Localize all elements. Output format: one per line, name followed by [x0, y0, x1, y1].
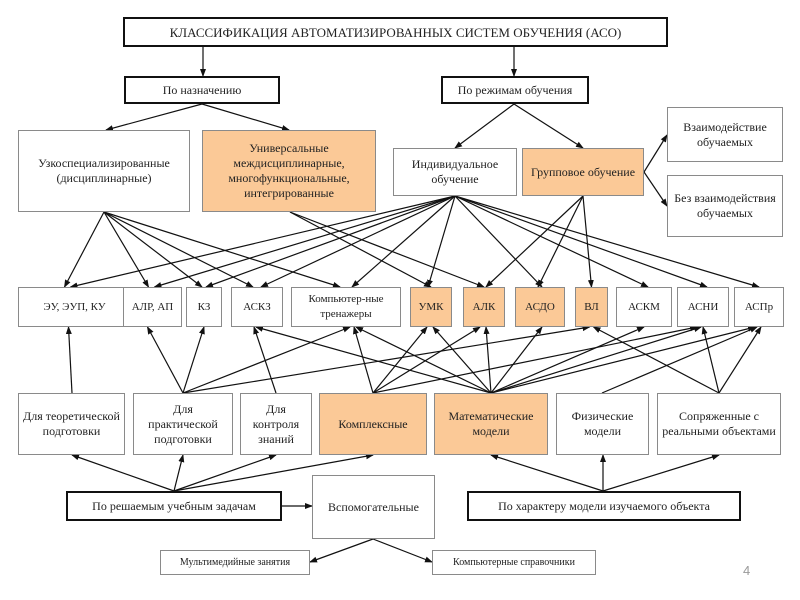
edge-physical-to-s11	[601, 326, 758, 394]
category-by-model: По характеру модели изучаемого объекта	[467, 491, 741, 521]
edge-group-to-s6	[485, 195, 584, 288]
system-vl: ВЛ	[575, 287, 608, 327]
system-alk: АЛК	[463, 287, 505, 327]
edge-math-to-s11	[490, 325, 756, 394]
category-by-tasks: По решаемым учебным задачам	[66, 491, 282, 521]
edge-mode-to-individual	[454, 103, 515, 149]
edge-theory-to-s0	[65, 326, 73, 394]
edge-math-to-s9	[490, 326, 645, 394]
aux-reference: Компьютерные справочники	[432, 550, 596, 575]
edge-complex-to-s4	[353, 326, 374, 394]
category-by-mode: По режимам обучения	[441, 76, 589, 104]
system-askz: АСКЗ	[231, 287, 283, 327]
edge-practice-to-s8	[182, 325, 591, 394]
purpose-narrow: Узкоспециализированные (дисциплинарные)	[18, 130, 190, 212]
edge-practice-to-s1	[146, 326, 184, 394]
edge-auxiliary-to-multimedia	[309, 538, 374, 563]
mode-interaction: Взаимодействие обучаемых	[667, 107, 783, 162]
system-askm: АСКМ	[616, 287, 672, 327]
edge-complex-to-s5	[372, 326, 428, 394]
edge-complex-to-s6	[372, 326, 481, 394]
edge-narrow-to-s1	[103, 211, 150, 288]
model-physical: Физические модели	[556, 393, 649, 455]
edge-bymodel-to-math	[490, 454, 604, 492]
edge-auxiliary-to-reference	[372, 538, 433, 563]
system-aspr: АСПр	[734, 287, 784, 327]
edge-bytasks-to-theory	[71, 454, 175, 492]
edge-group-to-s7	[537, 195, 584, 288]
edge-math-to-s6	[483, 326, 492, 394]
edge-narrow-to-s4	[103, 211, 341, 288]
category-by-purpose: По назначению	[124, 76, 280, 104]
aux-multimedia: Мультимедийные занятия	[160, 550, 310, 575]
model-math: Математические модели	[434, 393, 548, 455]
task-practice: Для практической подготовки	[133, 393, 233, 455]
edge-purpose-to-narrow	[105, 103, 203, 132]
edge-coupled-to-s8	[592, 326, 720, 394]
task-complex: Комплексные	[319, 393, 427, 455]
diagram-title: КЛАССИФИКАЦИЯ АВТОМАТИЗИРОВАННЫХ СИСТЕМ …	[123, 17, 668, 47]
edge-individual-to-s9	[454, 195, 649, 288]
edge-coupled-to-s11	[718, 326, 762, 394]
edge-math-to-s4	[355, 326, 492, 394]
edge-math-to-s3	[255, 326, 492, 394]
system-asni: АСНИ	[677, 287, 729, 327]
page-number: 4	[743, 563, 751, 578]
task-auxiliary: Вспомогательные	[312, 475, 435, 539]
system-trainers: Компьютер-ные тренажеры	[291, 287, 401, 327]
edge-individual-to-s11	[454, 195, 760, 288]
edge-group-to-s8	[582, 195, 594, 288]
edge-bytasks-to-practice	[173, 454, 185, 492]
edge-complex-to-s10	[372, 325, 698, 394]
edge-individual-to-s10	[454, 195, 708, 288]
mode-group: Групповое обучение	[522, 148, 644, 196]
edge-math-to-s10	[490, 326, 702, 394]
edge-math-to-s5	[432, 326, 492, 394]
edge-control-to-s3	[253, 326, 277, 394]
edge-math-to-s7	[490, 326, 543, 394]
system-eu-eup-ku: ЭУ, ЭУП, КУ	[18, 287, 131, 327]
system-umk: УМК	[410, 287, 452, 327]
edge-practice-to-s4	[182, 326, 351, 394]
edge-purpose-to-universal	[201, 103, 290, 131]
edge-individual-to-s3	[260, 195, 456, 288]
task-theory: Для теоретической подготовки	[18, 393, 125, 455]
edge-bytasks-to-control	[173, 454, 277, 492]
edge-narrow-to-s0	[63, 211, 105, 288]
edge-narrow-to-s2	[103, 211, 203, 288]
edge-individual-to-s2	[205, 195, 456, 288]
edge-group-to-no-interaction	[643, 171, 668, 207]
edge-mode-to-group	[513, 103, 584, 149]
mode-no-interaction: Без взаимодействия обучаемых	[667, 175, 783, 237]
edge-individual-to-s4	[351, 195, 456, 288]
edge-coupled-to-s10	[701, 326, 720, 394]
edge-bytasks-to-complex	[173, 453, 374, 492]
system-asdo: АСДО	[515, 287, 565, 327]
edge-individual-to-s0	[69, 195, 456, 289]
edge-universal-to-s6	[289, 211, 485, 288]
edge-narrow-to-s3	[103, 211, 254, 288]
system-kz: КЗ	[186, 287, 222, 327]
edge-individual-to-s5	[427, 195, 456, 288]
system-alr-ap: АЛР, АП	[123, 287, 182, 327]
task-control: Для контроля знаний	[240, 393, 312, 455]
edge-universal-to-s5	[289, 211, 432, 288]
mode-individual: Индивидуальное обучение	[393, 148, 517, 196]
edge-individual-to-s7	[454, 195, 543, 288]
edge-individual-to-s1	[153, 195, 456, 288]
edge-group-to-interaction	[643, 134, 668, 173]
edge-bymodel-to-coupled	[602, 454, 720, 492]
model-coupled: Сопряженные с реальными объектами	[657, 393, 781, 455]
edge-practice-to-s2	[182, 326, 205, 394]
purpose-universal: Универсальные междисциплинарные, многофу…	[202, 130, 376, 212]
